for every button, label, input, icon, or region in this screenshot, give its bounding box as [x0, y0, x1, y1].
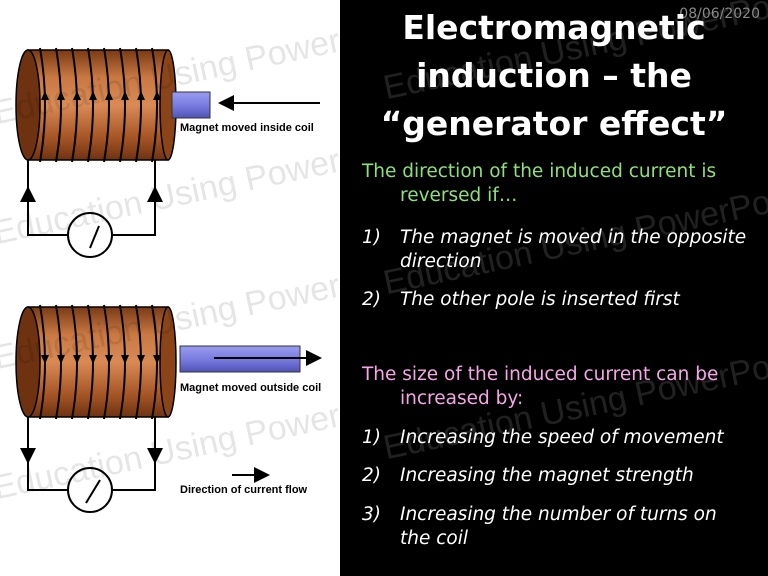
list-item: 3) Increasing the number of turns on the…: [362, 503, 768, 553]
label-magnet-outside: Magnet moved outside coil: [180, 382, 322, 394]
slide-date: 08/06/2020: [679, 6, 760, 22]
list-item: 1) The magnet is moved in the opposite d…: [362, 226, 768, 276]
title-line-1: Electromagnetic: [402, 8, 706, 47]
list-item: 2) Increasing the magnet strength: [362, 464, 768, 490]
diagram-panel: Magnet moved inside coil Magnet moved ou…: [0, 0, 340, 576]
label-current-direction: Direction of current flow: [180, 484, 308, 496]
title-line-3: “generator effect”: [380, 104, 728, 143]
list-item-text: The magnet is moved in the opposite: [400, 227, 747, 248]
list-item-text: Increasing the magnet strength: [400, 465, 694, 486]
meter-bottom: [67, 467, 113, 513]
magnet-top: [171, 91, 211, 119]
size-heading: The size of the induced current can be i…: [362, 364, 719, 409]
list-item-text: the coil: [400, 528, 469, 549]
coil-bottom: [15, 304, 177, 420]
list-item-number: 3): [362, 504, 381, 525]
list-item-text: The other pole is inserted first: [400, 289, 680, 310]
list-item-number: 1): [362, 427, 381, 448]
text-panel: Education Using PowerPoint Education Usi…: [340, 0, 768, 576]
meter-top: [67, 212, 113, 258]
list-item-number: 2): [362, 465, 381, 486]
list-item-text: Increasing the number of turns on: [400, 504, 717, 525]
list-item-number: 2): [362, 289, 381, 310]
coil-top: [15, 47, 177, 163]
induction-diagram: [15, 47, 322, 513]
list-item: 2) The other pole is inserted first: [362, 288, 768, 314]
list-item-number: 1): [362, 227, 381, 248]
list-item-text: Increasing the speed of movement: [400, 427, 724, 448]
slide-title: Electromagnetic induction – the “generat…: [340, 4, 768, 148]
list-item-text: direction: [400, 251, 482, 272]
circuit-bottom: [27, 417, 68, 491]
title-line-2: induction – the: [416, 56, 692, 95]
list-item: 1) Increasing the speed of movement: [362, 426, 768, 452]
circuit-top: [27, 160, 68, 236]
direction-heading: The direction of the induced current is …: [362, 161, 717, 206]
label-magnet-inside: Magnet moved inside coil: [180, 122, 314, 134]
